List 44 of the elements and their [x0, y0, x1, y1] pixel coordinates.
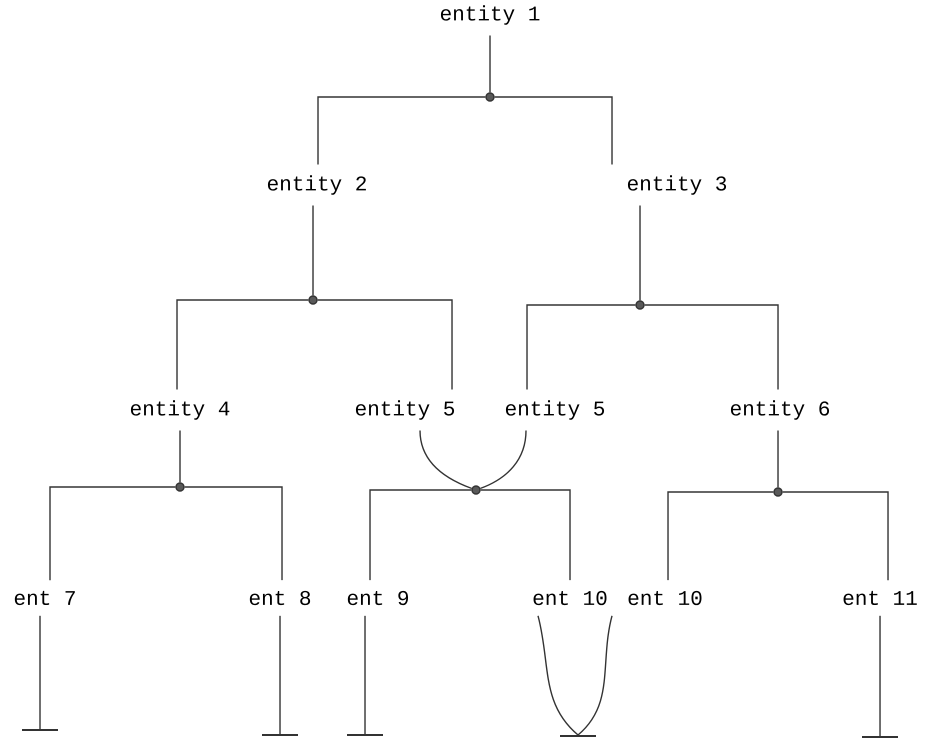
branch-line: [644, 304, 779, 390]
branch-line: [526, 304, 636, 390]
entity-label: entity 6: [730, 400, 830, 420]
curved-connector: [480, 430, 527, 490]
entity-label: entity 3: [628, 175, 726, 195]
branch-line: [176, 299, 308, 390]
branch-line: [494, 96, 613, 165]
junction-dot: [635, 300, 645, 310]
junction-dot: [308, 295, 318, 305]
stem-line: [312, 205, 314, 296]
entity-label: entity 5: [506, 400, 604, 420]
entity-label: ent 9: [348, 590, 408, 606]
stem-line: [279, 616, 281, 734]
stem-line: [489, 35, 491, 92]
branch-line: [49, 486, 176, 580]
stem-line: [39, 616, 41, 729]
stem-line: [639, 205, 641, 300]
junction-dot: [471, 485, 481, 495]
entity-label: ent 10: [534, 590, 606, 606]
entity-label: ent 8: [250, 590, 310, 606]
stem-line: [364, 616, 366, 734]
entity-label: entity 5: [356, 400, 454, 420]
entity-label: ent 7: [14, 590, 75, 606]
entity-label: ent 10: [628, 590, 702, 606]
entity-label: entity 4: [130, 400, 230, 420]
curved-connector: [578, 616, 613, 736]
entity-label: ent 11: [844, 590, 917, 606]
junction-dot: [773, 487, 783, 497]
junction-dot: [175, 482, 185, 492]
branch-line: [369, 489, 472, 580]
branch-line: [480, 489, 571, 580]
curved-connector: [537, 616, 578, 736]
branch-line: [318, 299, 453, 390]
branch-line: [667, 491, 774, 580]
branch-line: [782, 491, 889, 580]
curved-connector: [419, 430, 472, 490]
branch-line: [184, 486, 283, 580]
entity-label: entity 2: [268, 175, 366, 195]
stem-line: [777, 430, 779, 488]
branch-line: [317, 96, 486, 165]
stem-line: [879, 616, 881, 736]
stem-line: [179, 430, 181, 482]
junction-dot: [485, 92, 495, 102]
entity-label: entity 1: [440, 5, 540, 25]
